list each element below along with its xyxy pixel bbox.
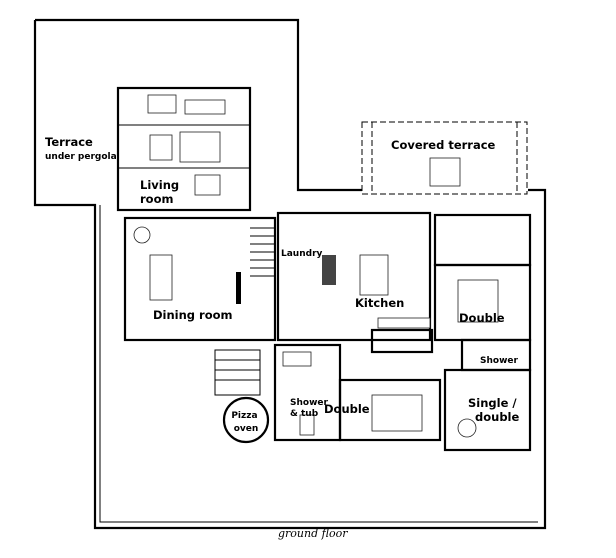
main-building	[123, 211, 532, 452]
living-room-block	[116, 86, 252, 212]
label-double-right: Double	[459, 311, 505, 325]
outer-walls	[33, 18, 547, 530]
pizza-oven-shape	[222, 396, 270, 444]
label-covered-terrace: Covered terrace	[391, 138, 496, 152]
plan-caption: ground floor	[278, 527, 348, 540]
label-laundry: Laundry	[281, 249, 323, 259]
label-terrace: Terrace under pergola	[45, 135, 117, 162]
label-living-room: Living room	[140, 178, 183, 206]
label-double-bottom: Double	[324, 402, 370, 416]
label-pizza-oven: Pizza oven	[231, 411, 260, 434]
label-dining-room: Dining room	[153, 308, 233, 322]
label-shower-tub: Shower & tub	[290, 398, 331, 419]
label-single-double: Single / double	[468, 396, 521, 424]
covered-terrace-area	[361, 121, 528, 195]
label-shower: Shower	[480, 356, 518, 366]
label-kitchen: Kitchen	[355, 296, 404, 310]
